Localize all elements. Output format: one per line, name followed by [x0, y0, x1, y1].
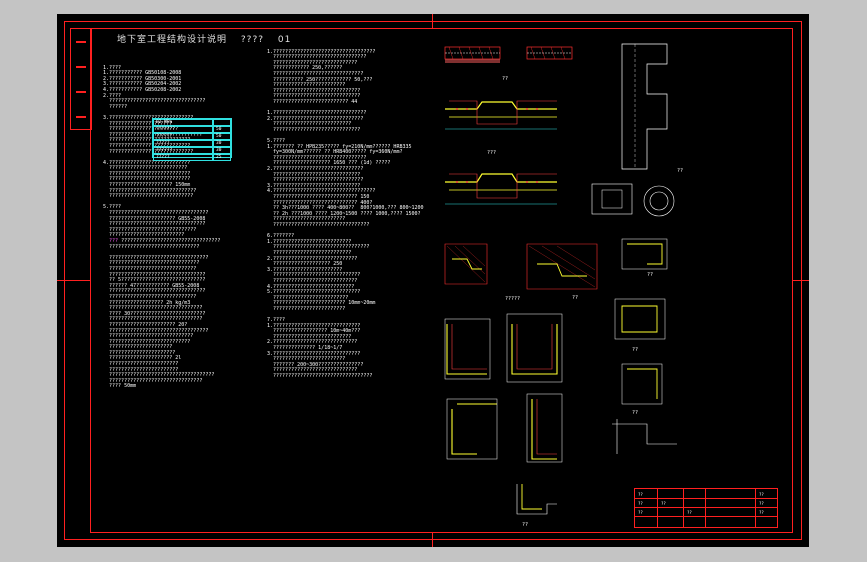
detail-column-small-4 [612, 419, 677, 454]
tb-cell: ?? [759, 501, 764, 506]
table-cell: 30 [213, 147, 231, 154]
concrete-spec-table: 82 MPa ??????? 50 ?????? 50 ????? 30 ???… [152, 118, 232, 161]
label-detail-3: ?? [677, 168, 683, 174]
table-cell: 50 [213, 133, 231, 140]
table-cell: ????? [153, 140, 213, 147]
label-detail-4: ????? [505, 296, 520, 302]
tb-cell: ?? [687, 510, 692, 515]
detail-drawings: ?? ??? ?? ????? ?? ?? ?? ?? ?? [444, 43, 683, 528]
label-detail-8: ?? [632, 410, 638, 416]
tb-cell: ?? [661, 501, 666, 506]
drawing-border-inner [90, 28, 793, 533]
detail-column-small-2 [614, 298, 666, 340]
tb-cell: ?? [638, 492, 643, 497]
binding-margin-box [70, 28, 92, 130]
ref-2: 2.??????????? GB50300-2001 [103, 75, 182, 82]
table-cell: 50 [213, 126, 231, 133]
table-cell [213, 119, 231, 126]
table-cell: ?????? [153, 147, 213, 154]
detail-column-small-1 [621, 238, 668, 270]
detail-column-small-3 [621, 363, 663, 405]
detail-wall-corner-3 [446, 398, 498, 460]
detail-wall-corner-4 [526, 393, 563, 463]
detail-hatched-foundation-1 [444, 243, 488, 285]
label-detail-2: ??? [487, 150, 496, 156]
title-code-1: ???? [240, 35, 264, 45]
detail-beam-section [591, 183, 633, 215]
design-notes-column-1: 1.???? 1.??????????? GB50108-2008 2.????… [103, 64, 221, 390]
label-detail-9: ?? [522, 522, 528, 528]
detail-wall-section-2 [526, 46, 573, 60]
center-mark-bottom [432, 533, 433, 547]
title-block: ?? ?? ?? ?? ?? ?? ?? ?? [634, 488, 778, 528]
center-mark-right [793, 280, 809, 281]
table-cell: ?????? [153, 133, 213, 140]
detail-pipe-sleeve [643, 185, 675, 217]
detail-step-section [516, 484, 557, 515]
center-mark-top [432, 14, 433, 28]
detail-wall-corner-1 [444, 318, 491, 380]
drawing-title: 地下室工程结构设计说明 ???? 01 [117, 32, 291, 45]
table-cell: 82 MPa [153, 119, 213, 126]
design-notes-column-2: 1.?????????????????????????????????? ???… [267, 48, 424, 380]
table-cell: ????? [153, 154, 213, 161]
tb-cell: ?? [638, 501, 643, 506]
table-cell: 25 [213, 154, 231, 161]
ref-4: 4.??????????? GB50208-2002 [103, 86, 182, 93]
ref-3: 3.??????????? GB50204-2002 [103, 81, 182, 88]
table-cell: 30 [213, 140, 231, 147]
detail-wall-profile [621, 43, 668, 170]
tb-cell: ?? [759, 492, 764, 497]
ref-1: 1.??????????? GB50108-2008 [103, 70, 182, 77]
detail-construction-joint-1 [445, 100, 557, 130]
label-detail-5: ?? [572, 295, 578, 301]
title-main: 地下室工程结构设计说明 [117, 35, 228, 45]
label-detail-1: ?? [502, 76, 508, 82]
detail-wall-corner-2 [506, 313, 563, 383]
detail-construction-joint-2 [445, 173, 557, 205]
label-detail-7: ?? [632, 347, 638, 353]
center-mark-left [57, 280, 90, 281]
detail-wall-section-1 [444, 46, 501, 63]
table-cell: ??????? [153, 126, 213, 133]
tb-cell: ?? [638, 510, 643, 515]
detail-hatched-foundation-2 [526, 243, 598, 290]
tb-cell: ?? [759, 510, 764, 515]
section-1-heading: 1.???? [103, 64, 122, 71]
cad-drawing-canvas[interactable]: 地下室工程结构设计说明 ???? 01 1.???? 1.???????????… [57, 14, 809, 547]
label-detail-6: ?? [647, 272, 653, 278]
title-code-2: 01 [277, 35, 292, 45]
